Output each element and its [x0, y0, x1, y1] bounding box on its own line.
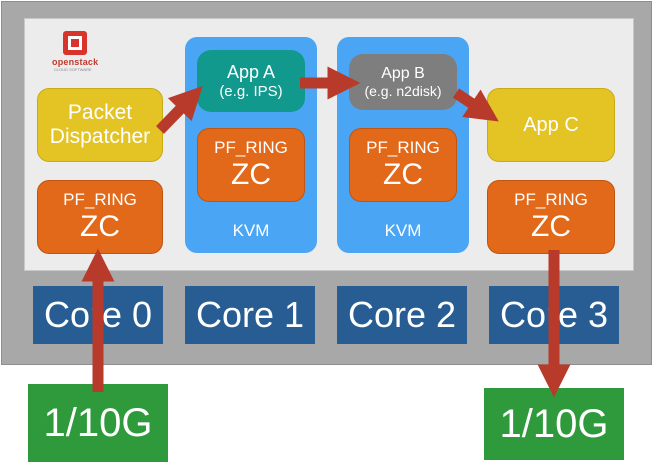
packet-dispatcher-line2: Dispatcher — [49, 125, 151, 148]
kvm-label-1: KVM — [232, 221, 270, 240]
arrow-app-b-to-app-c — [452, 88, 499, 122]
app-b-example: (e.g. n2disk) — [364, 83, 442, 100]
kvm-label-2: KVM — [384, 221, 422, 240]
network-link-out: 1/10G — [484, 388, 624, 460]
core-2: Core 2 — [337, 286, 467, 344]
zc-label: ZC — [80, 209, 120, 243]
pf-ring-label: PF_RING — [514, 189, 588, 209]
pf-ring-label: PF_RING — [63, 189, 137, 209]
zc-label: ZC — [383, 157, 423, 191]
app-b-name: App B — [381, 64, 425, 82]
openstack-logo-text: openstack — [52, 57, 99, 67]
packet-dispatcher-box: Packet Dispatcher — [37, 88, 163, 162]
pf-ring-label: PF_RING — [214, 137, 288, 157]
pf-ring-label: PF_RING — [366, 137, 440, 157]
pf-ring-zc-core2: PF_RING ZC — [349, 128, 457, 202]
app-b-box: App B (e.g. n2disk) — [349, 54, 457, 110]
arrow-dispatcher-to-app-a — [156, 85, 203, 134]
app-a-box: App A (e.g. IPS) — [197, 50, 305, 112]
zc-label: ZC — [231, 157, 271, 191]
app-c-box: App C — [487, 88, 615, 162]
pf-ring-zc-core3: PF_RING ZC — [487, 180, 615, 254]
openstack-logo-icon — [63, 31, 87, 55]
core-1: Core 1 — [185, 286, 315, 344]
packet-dispatcher-line1: Packet — [67, 100, 133, 124]
app-a-example: (e.g. IPS) — [219, 82, 283, 100]
pf-ring-zc-core1: PF_RING ZC — [197, 128, 305, 202]
app-a-name: App A — [226, 62, 276, 83]
network-link-in: 1/10G — [28, 384, 168, 462]
app-c-label: App C — [523, 113, 579, 136]
openstack-logo-subtext: CLOUD SOFTWARE — [54, 67, 92, 72]
zc-label: ZC — [531, 209, 571, 243]
